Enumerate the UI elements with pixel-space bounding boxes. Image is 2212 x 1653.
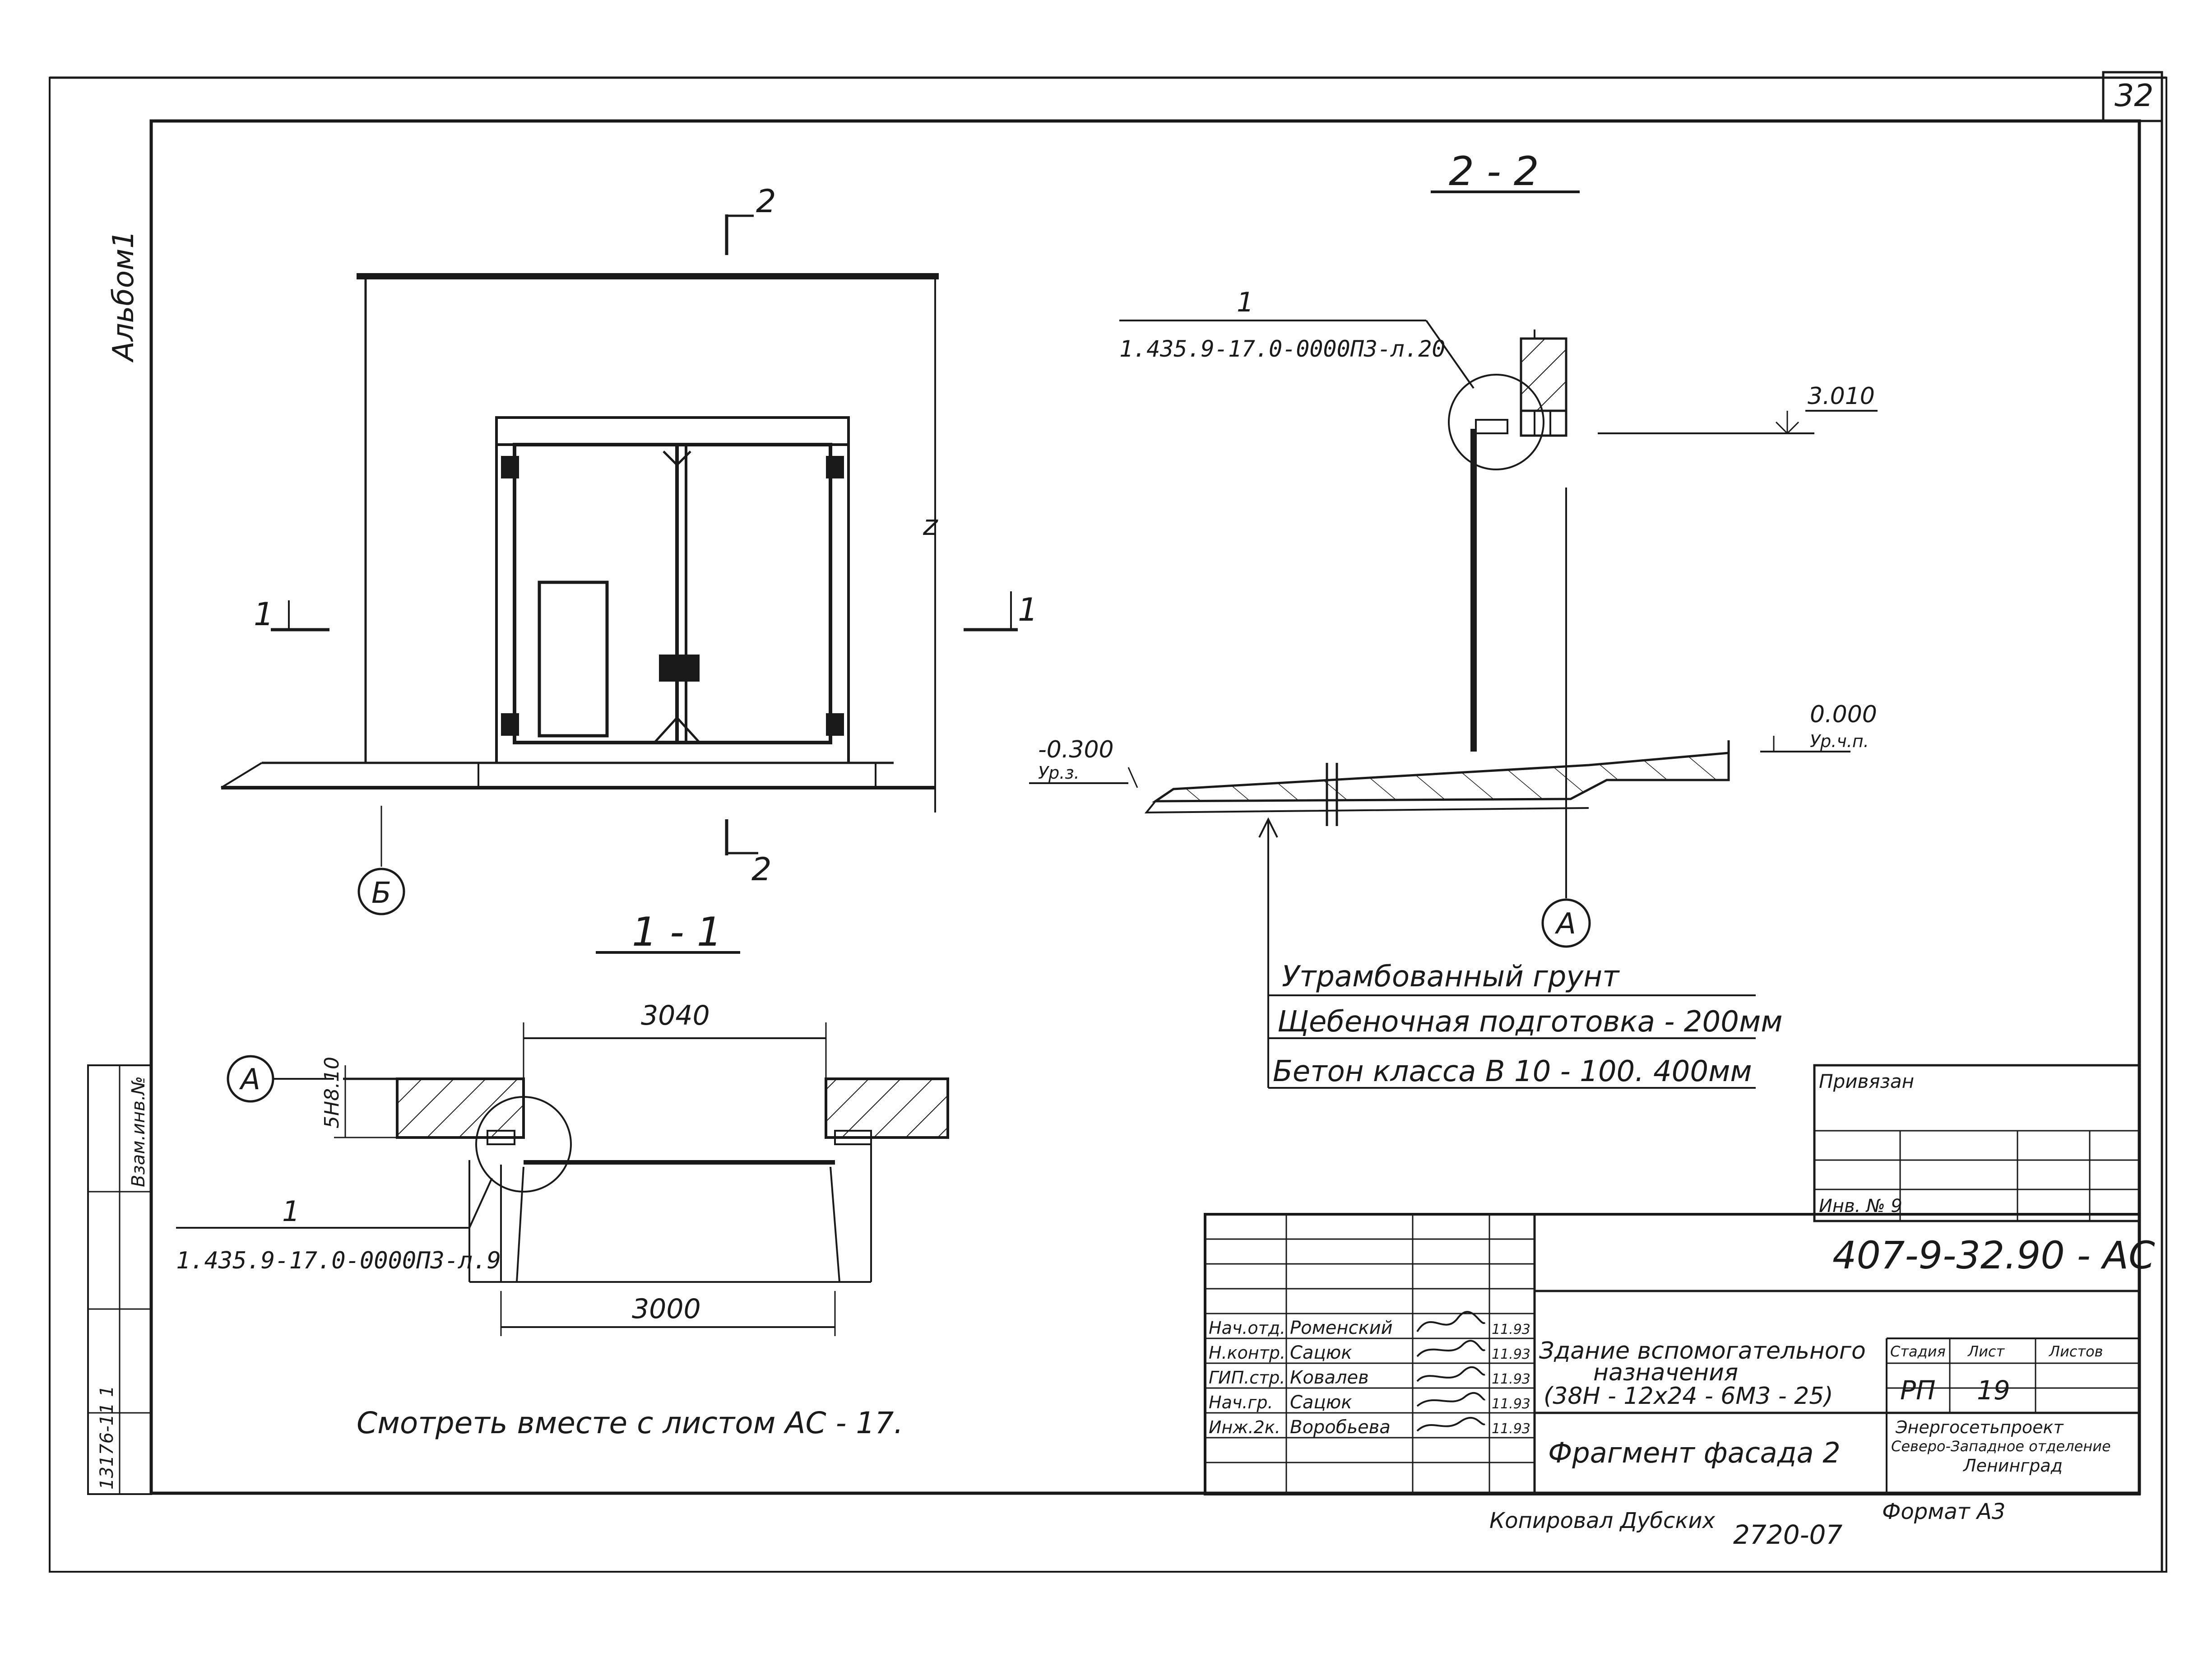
section-2-2-ref-doc: 1.435.9-17.0-0000ПЗ-л.20 xyxy=(1119,336,1445,362)
facade-section-2-bottom: 2 xyxy=(751,851,772,888)
facade-height-mark: z xyxy=(923,509,938,542)
role-1: Нач.отд. xyxy=(1209,1318,1285,1338)
document-code: 407-9-32.90 - АС xyxy=(1832,1233,2155,1277)
album-label: Альбом1 xyxy=(107,230,140,363)
name-1: Роменский xyxy=(1290,1318,1393,1338)
date-4: 11.93 xyxy=(1492,1396,1530,1412)
sheet-number: 32 xyxy=(2115,78,2154,114)
date-3: 11.93 xyxy=(1492,1371,1530,1387)
name-5: Воробьева xyxy=(1290,1417,1391,1438)
date-5: 11.93 xyxy=(1492,1421,1530,1437)
section-2-2-ref-num: 1 xyxy=(1237,287,1254,318)
facade-view xyxy=(220,273,939,813)
order-number: 2720-07 xyxy=(1733,1519,1842,1550)
section-1-1-dim-side: 5Н8.10 xyxy=(320,1057,343,1128)
section-1-1-axis-label: А xyxy=(239,1063,260,1096)
format-label: Формат А3 xyxy=(1882,1499,2005,1524)
side-stamp xyxy=(87,1064,152,1495)
facade-axis-label: Б xyxy=(371,877,391,910)
see-also-note: Смотреть вместе с листом АС - 17. xyxy=(357,1406,903,1440)
role-5: Инж.2к. xyxy=(1209,1417,1280,1437)
building-name-1: Здание вспомогательного xyxy=(1539,1337,1866,1365)
binding-title: Привязан xyxy=(1819,1070,1914,1092)
side-stamp-replace: Взам.инв.№ xyxy=(128,1076,149,1187)
layer-2: Щебеночная подготовка - 200мм xyxy=(1277,1005,1783,1039)
section-2-2-level-top: 3.010 xyxy=(1808,383,1875,410)
facade-section-2-top: 2 xyxy=(756,183,776,220)
section-2-2-title: 2 - 2 xyxy=(1449,148,1539,195)
section-1-1-ref-doc: 1.435.9-17.0-0000ПЗ-л.9 xyxy=(176,1247,501,1274)
building-name-2: назначения xyxy=(1593,1359,1738,1386)
building-name-3: (38Н - 12х24 - 6М3 - 25) xyxy=(1544,1383,1833,1410)
name-4: Сацюк xyxy=(1290,1392,1352,1413)
section-1-1-view xyxy=(176,1022,949,1336)
section-1-1-dim-top: 3040 xyxy=(641,1000,710,1031)
copied-by: Копировал Дубских xyxy=(1489,1508,1716,1533)
org-name-3: Ленинград xyxy=(1962,1456,2063,1476)
section-1-1-title: 1 - 1 xyxy=(632,909,722,955)
layer-3: Бетон класса В 10 - 100. 400мм xyxy=(1273,1055,1752,1088)
facade-section-1-left: 1 xyxy=(254,596,274,633)
side-stamp-inv: 13176-11 1 xyxy=(97,1385,117,1490)
sheet-value: 19 xyxy=(1977,1375,2010,1406)
section-2-2-view xyxy=(1029,320,1878,1089)
signatures xyxy=(1416,1311,1486,1432)
name-3: Ковалев xyxy=(1290,1367,1369,1388)
binding-table xyxy=(1813,1064,2141,1222)
stage-value: РП xyxy=(1900,1375,1936,1406)
section-2-2-level-zero-note: Ур.ч.п. xyxy=(1810,731,1869,751)
sheet-frame xyxy=(49,71,2167,1573)
date-2: 11.93 xyxy=(1492,1347,1530,1362)
col-sheets-header: Листов xyxy=(2049,1343,2103,1360)
section-1-1-dim-bottom: 3000 xyxy=(632,1293,701,1325)
col-stage-header: Стадия xyxy=(1890,1343,1946,1360)
role-4: Нач.гр. xyxy=(1209,1393,1273,1412)
sheet-title: Фрагмент фасада 2 xyxy=(1548,1436,1841,1469)
section-2-2-axis-label: А xyxy=(1554,907,1576,941)
role-2: Н.контр. xyxy=(1209,1343,1285,1363)
org-name-1: Энергосетьпроект xyxy=(1895,1417,2064,1437)
date-1: 11.93 xyxy=(1492,1322,1530,1337)
org-name-2: Северо-Западное отделение xyxy=(1891,1438,2111,1455)
name-2: Сацюк xyxy=(1290,1342,1352,1363)
role-3: ГИП.стр. xyxy=(1209,1368,1285,1388)
section-2-2-level-zero: 0.000 xyxy=(1810,701,1877,728)
section-1-1-ref-num: 1 xyxy=(282,1195,300,1228)
title-block xyxy=(1204,1213,2141,1495)
section-2-2-level-ground: -0.300 xyxy=(1038,736,1114,763)
col-sheet-header: Лист xyxy=(1967,1343,2005,1360)
facade-section-marks xyxy=(271,214,1018,915)
facade-section-1-right: 1 xyxy=(1018,591,1038,628)
layer-1: Утрамбованный грунт xyxy=(1282,960,1620,994)
section-2-2-level-ground-note: Ур.з. xyxy=(1038,763,1080,783)
